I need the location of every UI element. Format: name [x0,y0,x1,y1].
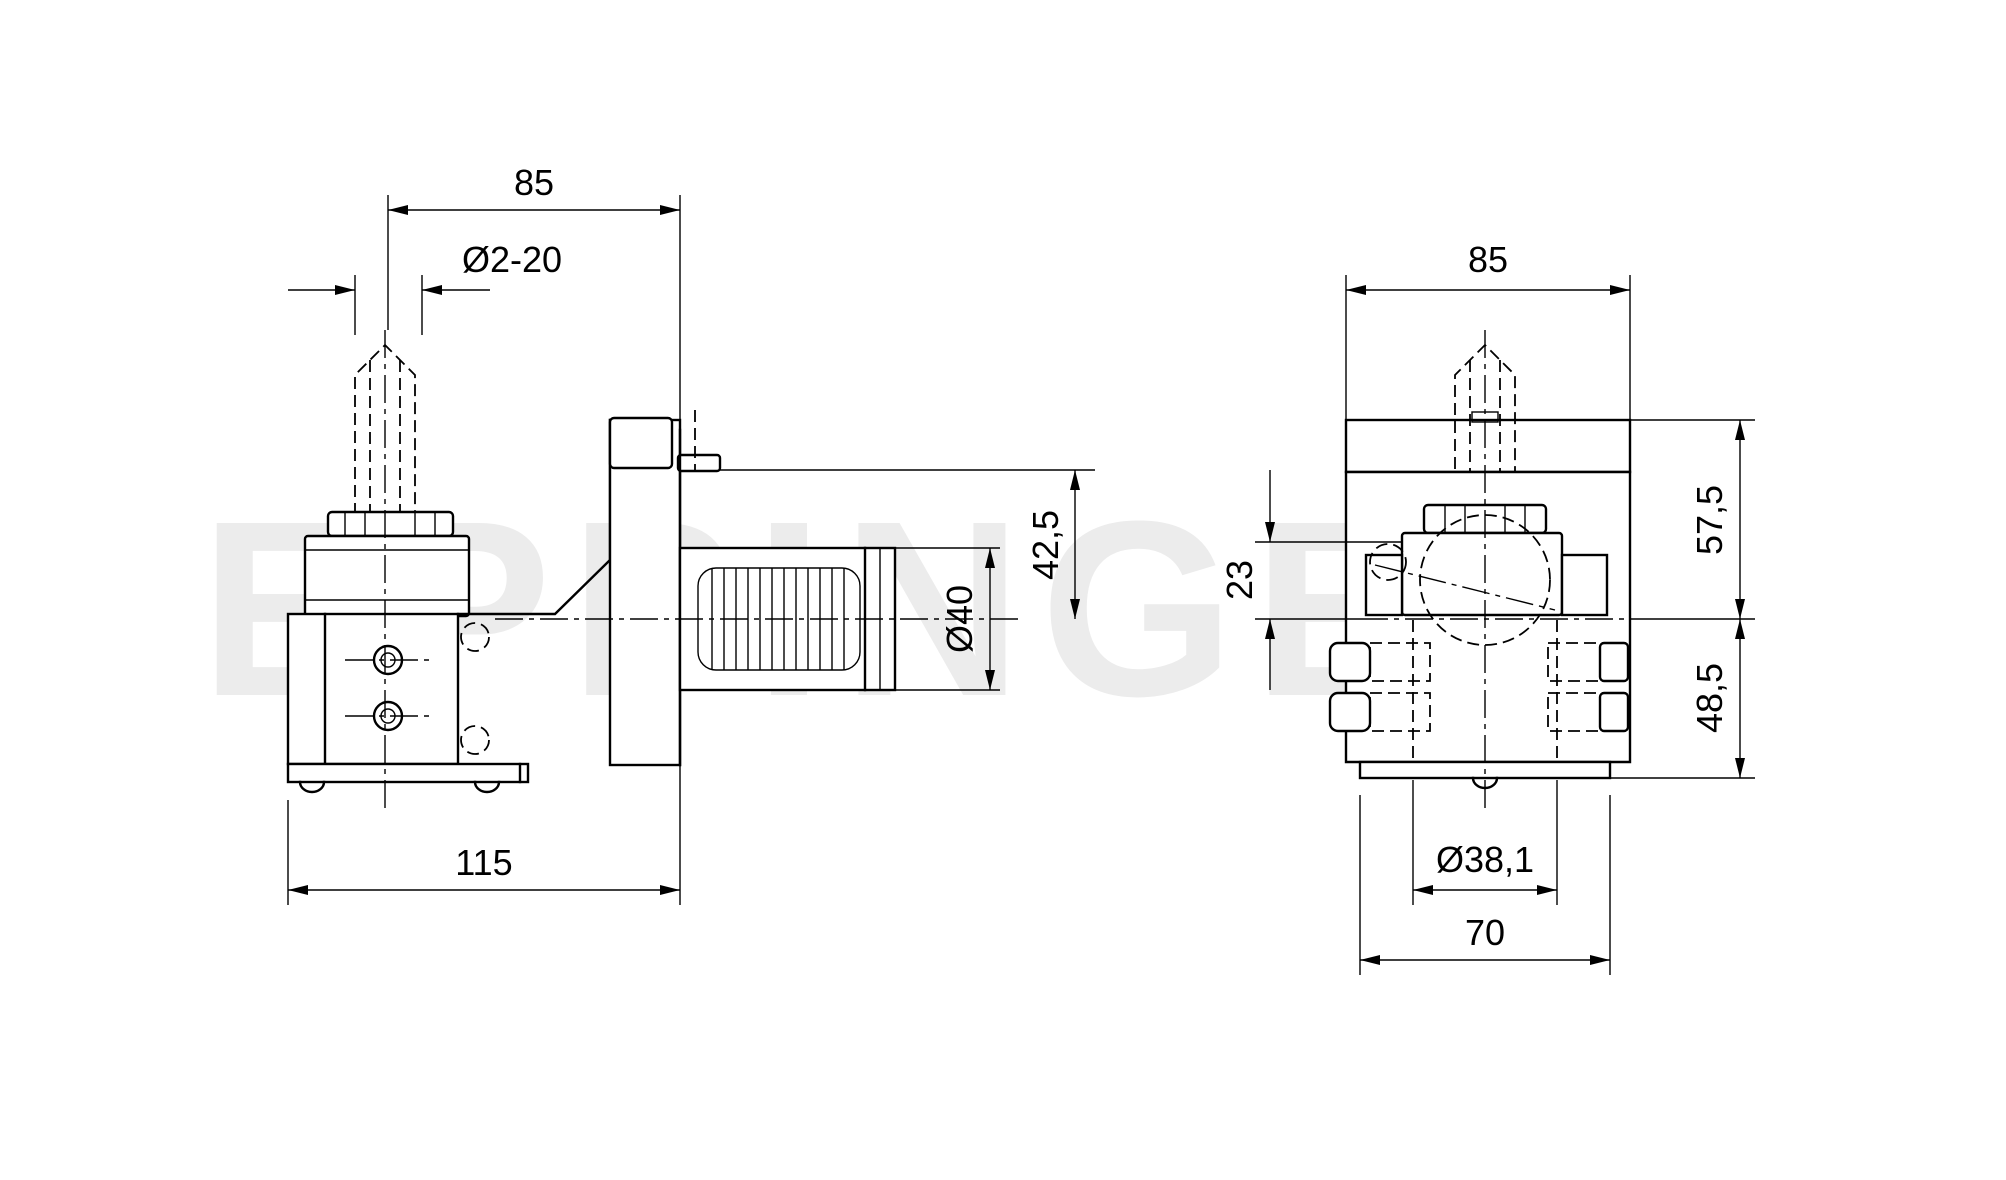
clamping-nut-left [326,510,455,538]
right-view-dimensions: 85 23 57,5 48,5 Ø38,1 70 [1219,239,1755,975]
dim-left-base-length: 115 [455,842,512,883]
spindle-housing-left [303,534,471,618]
right-view [1328,330,1650,810]
dim-right-base-width: 70 [1465,912,1505,953]
dim-left-overall-width: 85 [514,162,554,203]
clamp-screws-right-right [1547,641,1630,733]
base-plate-left [286,762,530,784]
spindle-housing-right [1400,531,1564,617]
dim-right-bore-diameter: Ø38,1 [1436,839,1534,880]
left-view-dimensions: 85 Ø2-20 115 Ø40 42,5 [287,162,1095,905]
dim-left-tool-diameter: Ø2-20 [462,239,562,280]
dim-right-center-offset: 23 [1219,560,1260,600]
left-view [286,330,1020,810]
clamp-screws-left-right [1328,641,1431,733]
dim-right-overall-width: 85 [1468,239,1508,280]
dim-right-lower-height: 48,5 [1689,663,1730,733]
main-body-left [286,612,460,766]
top-cap-right [1344,418,1632,474]
dim-right-upper-height: 57,5 [1689,485,1730,555]
flange-left [608,418,682,767]
dim-left-center-height: 42,5 [1025,510,1066,580]
dim-left-shank-diameter: Ø40 [939,585,980,653]
